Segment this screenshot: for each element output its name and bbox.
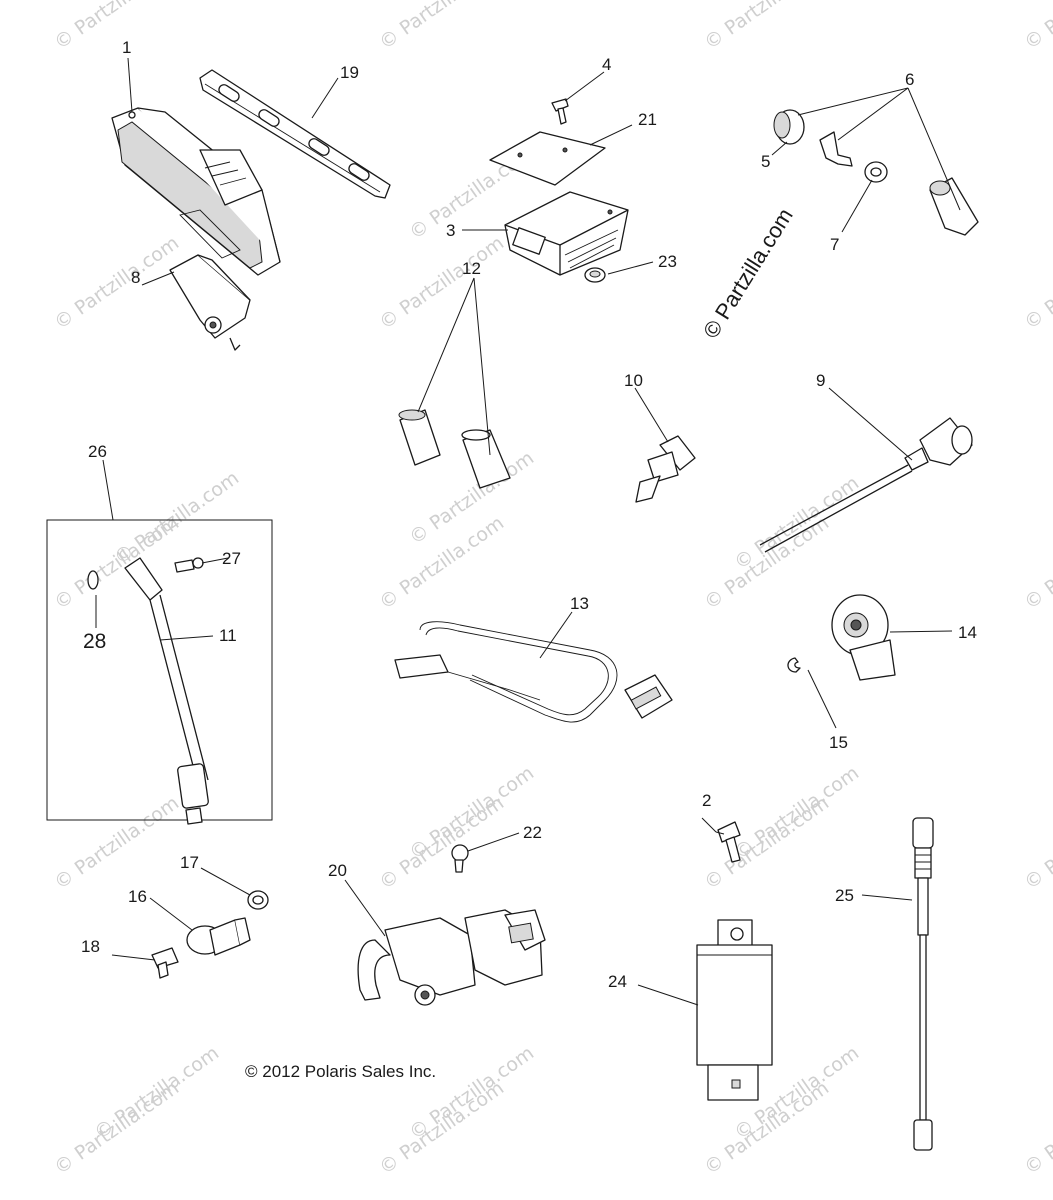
callout-25: 25 [835,886,854,905]
callout-17: 17 [180,853,199,872]
callout-22: 22 [523,823,542,842]
callout-13: 13 [570,594,589,613]
part-15-clip [787,657,801,673]
watermark: © Partzilla.com [1020,1077,1053,1179]
main-watermark: © Partzilla.com [698,204,798,343]
part-13-harness [394,621,673,723]
callout-2: 2 [702,791,711,810]
leader-lines [95,57,961,1006]
watermark: © Partzilla.com [405,762,538,864]
part-17-washer [247,890,269,910]
callout-23: 23 [658,252,677,271]
part-25-probe [912,817,934,1151]
callout-15: 15 [829,733,848,752]
callout-3: 3 [446,221,455,240]
callout-1: 1 [122,38,131,57]
part-22-pin [451,844,469,873]
kit-26-box [46,519,273,821]
callout-14: 14 [958,623,977,642]
watermark: © Partzilla.com [375,0,508,54]
callout-10: 10 [624,371,643,390]
part-6-clip [819,131,853,167]
part-5-grommet [773,109,805,145]
part-2-bolt [717,821,741,863]
part-19-strap [199,69,391,199]
watermark: © Partzilla.com [405,1042,538,1144]
watermark: © Partzilla.com [50,232,183,334]
callout-8: 8 [131,268,140,287]
part-12-connectors [398,409,511,489]
watermark: © Partzilla.com [375,232,508,334]
callout-27: 27 [222,549,241,568]
watermark: © Partzilla.com [730,762,863,864]
callout-19: 19 [340,63,359,82]
watermark: © Partzilla.com [700,0,833,54]
part-9-sensor-cable [759,417,973,553]
watermark: © Partzilla.com [50,0,183,54]
part-28-o-ring [87,570,99,590]
callout-5: 5 [761,152,770,171]
part-16-sensor [186,917,251,956]
callout-24: 24 [608,972,627,991]
callout-6: 6 [905,70,914,89]
part-1-ecu [111,107,281,276]
part-24-module [696,919,773,1101]
callout-21: 21 [638,110,657,129]
callout-9: 9 [816,371,825,390]
callout-11: 11 [219,626,237,645]
part-4-screw [551,98,569,125]
part-6-sensor [929,177,979,236]
callout-16: 16 [128,887,147,906]
copyright-text: © 2012 Polaris Sales Inc. [245,1062,436,1081]
part-7-washer [864,161,888,183]
watermark: © Partzilla.com [1020,0,1053,54]
watermark: © Partzilla.com [50,792,183,894]
part-3-relay-box [504,191,629,276]
part-10-temp-sensor [635,435,696,503]
part-14-knock-sensor [831,594,896,681]
part-11-speed-sensor [124,557,209,825]
callout-labels: 1 19 4 21 3 23 6 5 7 8 12 10 9 26 27 28 … [81,38,977,991]
callout-28: 28 [83,630,106,653]
callout-18: 18 [81,937,100,956]
part-27-bolt [174,557,204,573]
part-21-cover [489,131,606,186]
watermark: © Partzilla.com [1020,232,1053,334]
callout-4: 4 [602,55,611,74]
watermark: © Partzilla.com [730,472,863,574]
callout-26: 26 [88,442,107,461]
part-23-nut [584,267,606,283]
callout-7: 7 [830,235,839,254]
watermark: © Partzilla.com [1020,792,1053,894]
callout-12: 12 [462,259,481,278]
part-8-map-sensor [169,254,251,351]
watermark: © Partzilla.com [700,512,833,614]
watermark: © Partzilla.com [1020,512,1053,614]
part-18-bolt [151,947,179,979]
part-20-valve-assembly [357,909,546,1006]
callout-20: 20 [328,861,347,880]
watermark: © Partzilla.com [90,1042,223,1144]
kit-box-outline [46,519,273,821]
